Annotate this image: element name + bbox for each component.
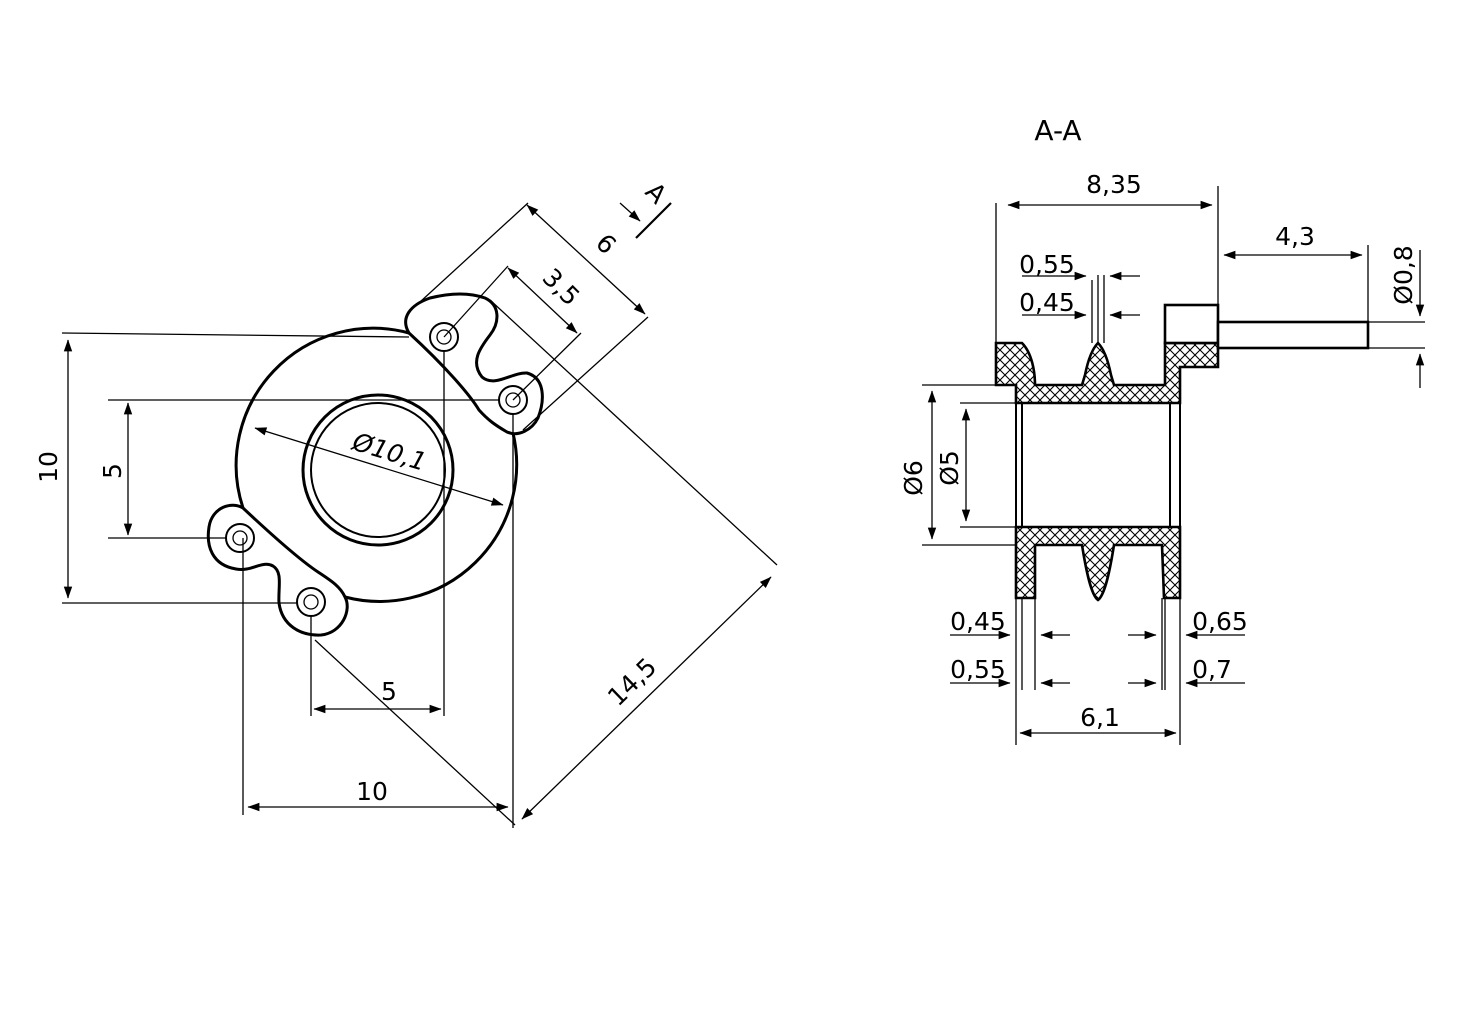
front-dimension-lines (63, 204, 772, 820)
section-extension-lines (922, 186, 1425, 745)
dim-rib-gap-top: 0,45 (1019, 288, 1075, 317)
section-marker-label: A (640, 177, 673, 210)
front-extension-lines (61, 202, 778, 828)
dim-left-wall-b: 0,55 (950, 655, 1006, 684)
pin-holes (225, 322, 528, 617)
dim-overall-length: 8,35 (1086, 170, 1142, 199)
section-dimension-lines (927, 200, 1425, 738)
section-hatched-body (994, 341, 1220, 602)
dim-diagonal-overall: 14,5 (602, 652, 662, 712)
section-marker: A (619, 177, 673, 239)
section-title: A-A (1034, 114, 1081, 147)
dim-pin-diameter: Ø0,8 (1389, 245, 1418, 304)
bore-outer (301, 393, 455, 547)
section-bore (1015, 403, 1181, 527)
front-view: A 10 5 5 10 Ø10,1 14,5 6 3,5 (34, 177, 778, 828)
dim-pin-pitch-diagonal: 3,5 (537, 263, 586, 312)
dim-outer-diameter: Ø6 (899, 460, 928, 496)
dim-width-overall: 10 (356, 777, 388, 806)
dim-pin-length: 4,3 (1275, 222, 1315, 251)
dim-pin-pitch-vertical: 5 (98, 463, 127, 479)
dim-flange-width: 6 (590, 228, 622, 260)
dim-right-wall-a: 0,65 (1192, 607, 1248, 636)
dim-height-overall: 10 (34, 451, 63, 483)
dim-left-wall-a: 0,45 (950, 607, 1006, 636)
dim-right-wall-b: 0,7 (1192, 655, 1232, 684)
bore-inner (310, 402, 446, 538)
dim-rib-width-top: 0,55 (1019, 250, 1075, 279)
front-body-outline (206, 292, 544, 637)
dim-bottom-length: 6,1 (1080, 703, 1120, 732)
dim-pin-pitch-horizontal: 5 (381, 677, 397, 706)
dim-inner-diameter: Ø5 (935, 450, 964, 486)
section-pin (1163, 303, 1370, 350)
section-view: A-A (899, 114, 1425, 745)
